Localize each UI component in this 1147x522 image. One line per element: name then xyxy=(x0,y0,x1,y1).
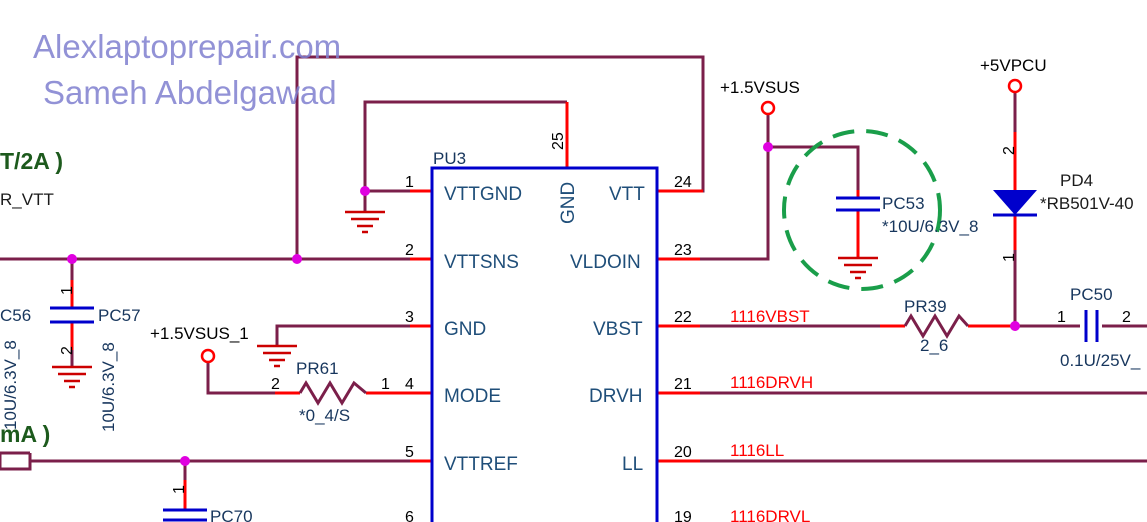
pd4-body xyxy=(993,190,1037,215)
ground-symbols xyxy=(52,210,878,389)
pin-name-mode: MODE xyxy=(444,386,501,407)
pc56-value: 10U/6.3V_8 xyxy=(1,340,20,430)
wire-gnd25-loop xyxy=(363,100,567,191)
partial-label-ma: mA ) xyxy=(0,421,51,447)
net-label-ll: 1116LL xyxy=(730,441,785,460)
pin-name-vldoin: VLDOIN xyxy=(570,252,641,273)
pin-num-25: 25 xyxy=(550,132,567,150)
pin-name-gnd: GND xyxy=(444,319,487,340)
pin-num-20: 20 xyxy=(674,444,692,461)
pc57-ref: PC57 xyxy=(98,306,141,325)
pr61-ref: PR61 xyxy=(296,359,339,378)
pin-num-22: 22 xyxy=(674,309,692,326)
wire-vtt-loop xyxy=(295,55,705,259)
pc50-ref: PC50 xyxy=(1070,285,1113,304)
vpcu-port-circle xyxy=(1007,78,1023,94)
pd4-value: *RB501V-40 xyxy=(1040,194,1134,213)
watermark-line1: Alexlaptoprepair.com xyxy=(33,28,342,65)
pin-name-vbst: VBST xyxy=(593,319,643,340)
wire-vldoin xyxy=(680,115,770,261)
pin-name-vttsns: VTTSNS xyxy=(444,252,519,273)
pin-num-19: 19 xyxy=(674,509,692,522)
wire-gnd3 xyxy=(275,324,410,346)
pc50-value: 0.1U/25V_ xyxy=(1060,351,1141,370)
pin-num-6: 6 xyxy=(405,509,414,522)
partial-label-r-vtt: R_VTT xyxy=(0,190,54,209)
pin-num-23: 23 xyxy=(674,242,692,259)
net-label-vbst: 1116VBST xyxy=(730,307,810,326)
pc70-ref: PC70 xyxy=(210,507,253,522)
pc53-ref: PC53 xyxy=(882,194,925,213)
pc57-pin-top: 1 xyxy=(59,286,76,295)
pc50-pin-left: 1 xyxy=(1057,309,1066,326)
highlight-circle xyxy=(782,129,942,291)
watermark-line2: Sameh Abdelgawad xyxy=(43,74,337,111)
pin-num-24: 24 xyxy=(674,174,692,191)
pc56-ref: C56 xyxy=(0,306,32,325)
pin-name-vttgnd: VTTGND xyxy=(444,184,523,205)
pin-name-ll: LL xyxy=(622,454,644,475)
pr39-ref: PR39 xyxy=(904,297,947,316)
wire-pc53 xyxy=(768,145,860,190)
pc53-value: *10U/6.3V_8 xyxy=(882,217,979,236)
pin-num-3: 3 xyxy=(405,309,414,326)
pc57-value: 10U/6.3V_8 xyxy=(99,342,118,432)
pr61-zigzag xyxy=(298,380,367,406)
pd4-pin-top: 2 xyxy=(1001,146,1018,155)
pin-name-vtt: VTT xyxy=(609,184,645,205)
pc50-pin-right: 2 xyxy=(1122,309,1131,326)
power-label-vsus: +1.5VSUS xyxy=(720,78,800,97)
pc57-pin-bottom: 2 xyxy=(59,346,76,355)
net-label-drvh: 1116DRVH xyxy=(730,373,814,392)
pr61-value: *0_4/S xyxy=(299,406,351,425)
wire-mode xyxy=(206,363,275,395)
pin-num-4: 4 xyxy=(405,376,414,393)
partial-label-current: T/2A ) xyxy=(0,148,64,174)
power-label-vpcu: +5VPCU xyxy=(980,56,1047,75)
net-label-drvl: 1116DRVL xyxy=(730,507,811,522)
pin-name-vttref: VTTREF xyxy=(444,454,518,475)
pin-name-drvh: DRVH xyxy=(589,386,643,407)
pd4-ref: PD4 xyxy=(1060,171,1094,190)
power-label-vsus1: +1.5VSUS_1 xyxy=(150,324,249,343)
pr39-value: 2_6 xyxy=(920,336,949,355)
pd4-pin-bottom: 1 xyxy=(1001,253,1018,262)
ic-body xyxy=(430,166,659,522)
pin-num-1: 1 xyxy=(405,174,414,191)
vsus1-port-circle xyxy=(200,348,216,364)
pr61-pin-right: 1 xyxy=(381,376,390,393)
pin-num-2: 2 xyxy=(405,242,414,259)
pr61-pin-left: 2 xyxy=(271,376,280,393)
pr39-zigzag xyxy=(903,313,970,339)
vsus-port-circle xyxy=(760,100,776,116)
pin-num-5: 5 xyxy=(405,444,414,461)
pin-name-gnd-top: GND xyxy=(558,181,579,224)
pc70-pin-top: 1 xyxy=(171,485,188,494)
ic-ref: PU3 xyxy=(433,149,467,168)
pin-num-21: 21 xyxy=(674,376,692,393)
